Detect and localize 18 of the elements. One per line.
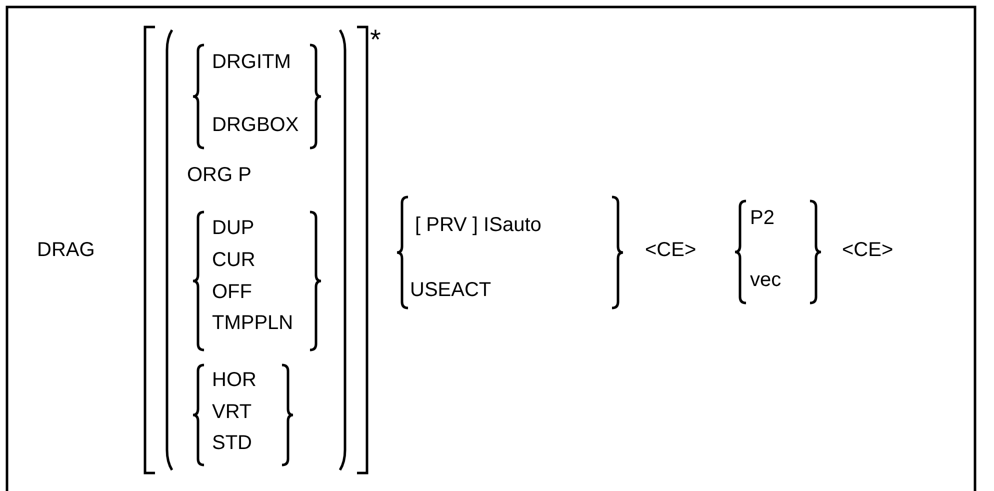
input-keyword: <CE>: [842, 238, 894, 262]
option-keyword: ORG P: [187, 163, 252, 187]
option-keyword: VRT: [212, 400, 252, 424]
option-keyword: vec: [750, 268, 782, 292]
option-keyword: P2: [750, 206, 774, 230]
input-keyword: <CE>: [645, 238, 696, 262]
option-keyword: USEACT: [410, 278, 492, 302]
option-keyword: HOR: [212, 368, 256, 392]
option-keyword: DUP: [212, 216, 254, 240]
option-keyword: DRGITM: [212, 50, 291, 74]
option-keyword: CUR: [212, 248, 256, 272]
repeat-mark: *: [370, 28, 381, 52]
command-keyword: DRAG: [37, 238, 95, 262]
option-keyword: TMPPLN: [212, 311, 294, 335]
option-keyword: STD: [212, 431, 252, 455]
option-keyword: DRGBOX: [212, 113, 299, 137]
option-keyword: [ PRV ] ISauto: [415, 213, 542, 237]
option-keyword: OFF: [212, 280, 252, 304]
